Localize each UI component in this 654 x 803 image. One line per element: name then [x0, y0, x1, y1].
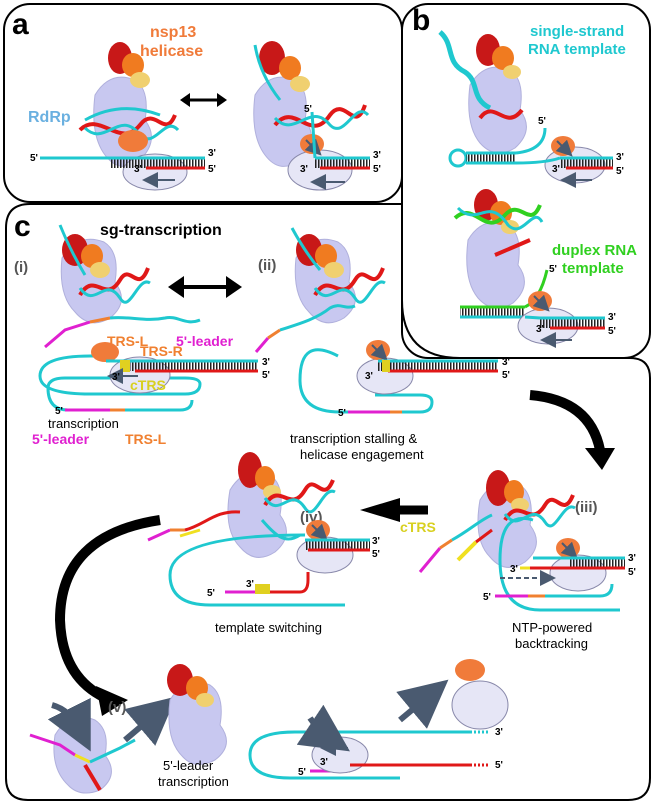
curved-arrow-ii-to-iii — [529, 390, 605, 452]
end-label: 5' — [538, 116, 546, 127]
leader-transcription-caption-line1: 5'-leader — [163, 758, 214, 773]
end-label: 3' — [262, 357, 270, 368]
end-label: 5' — [495, 760, 503, 771]
ctrs-label: cTRS — [130, 377, 166, 393]
end-label: 5' — [616, 166, 624, 177]
end-label: 3' — [502, 357, 510, 368]
end-label: 5' — [207, 588, 215, 599]
step-i-schematic — [38, 342, 258, 412]
end-label: 5' — [208, 164, 216, 175]
panel-b-frame — [401, 3, 651, 359]
end-label: 3' — [608, 312, 616, 323]
helicase-label-line1: nsp13 — [150, 24, 196, 41]
panel-a-schematic-right — [287, 111, 370, 191]
step-ii-structure — [290, 227, 386, 324]
end-label: 5' — [262, 370, 270, 381]
end-label: 5' — [30, 153, 38, 164]
step-label-iii: (iii) — [575, 499, 598, 516]
end-label: 5' — [55, 406, 63, 417]
single-strand-label-line2: RNA template — [528, 41, 626, 58]
panel-letter-b: b — [412, 4, 430, 37]
end-label: 3' — [373, 150, 381, 161]
step-v-structure-released — [167, 664, 227, 765]
end-label: 5' — [628, 567, 636, 578]
panel-letter-a: a — [12, 8, 29, 41]
step-i-leader-strand — [44, 315, 201, 349]
stalling-caption-line2: helicase engagement — [300, 447, 424, 462]
end-label: 5' — [372, 549, 380, 560]
duplex-label-line2: template — [562, 260, 624, 277]
step-label-i: (i) — [14, 259, 28, 276]
trs-r-label: TRS-R — [140, 343, 183, 359]
end-label: 3' — [112, 372, 120, 383]
step-v-structure-left — [29, 697, 136, 794]
panel-letter-c: c — [14, 210, 31, 243]
ctrs-label-iii: cTRS — [400, 519, 436, 535]
step-v-schematic — [248, 659, 509, 780]
end-label: 3' — [536, 324, 544, 335]
end-label: 3' — [510, 564, 518, 575]
five-leader-caption: 5'-leader — [32, 431, 90, 447]
single-strand-label-line1: single-strand — [530, 23, 624, 40]
end-label: 3' — [628, 553, 636, 564]
end-label: 5' — [549, 264, 557, 275]
curved-arrow-head — [585, 448, 615, 470]
step-i-structure — [58, 224, 151, 324]
end-label: 3' — [134, 164, 142, 175]
step-label-ii: (ii) — [258, 257, 276, 274]
trs-l-caption: TRS-L — [125, 431, 167, 447]
end-label: 5' — [373, 164, 381, 175]
duplex-label-line1: duplex RNA — [552, 242, 637, 259]
end-label: 3' — [372, 536, 380, 547]
step-label-v: (v) — [108, 699, 126, 716]
panel-b-structure-top — [438, 30, 527, 154]
transcription-caption: transcription — [48, 416, 119, 431]
curved-arrow-head-v — [96, 686, 128, 716]
end-label: 3' — [552, 164, 560, 175]
helicase-label-line2: helicase — [140, 43, 203, 60]
template-switching-caption: template switching — [215, 620, 322, 635]
rdrp-label: RdRp — [28, 109, 71, 126]
end-label: 5' — [608, 326, 616, 337]
trs-l-label: TRS-L — [107, 333, 149, 349]
end-label: 3' — [320, 757, 328, 768]
backtracking-caption-line2: backtracking — [515, 636, 588, 651]
leader-transcription-caption-line2: transcription — [158, 774, 229, 789]
equilibrium-arrow-c — [168, 276, 242, 298]
end-label: 3' — [300, 164, 308, 175]
end-label: 5' — [502, 370, 510, 381]
step-ii-schematic — [298, 340, 498, 414]
end-label: 3' — [495, 727, 503, 738]
end-label: 5' — [483, 592, 491, 603]
five-leader-label: 5'-leader — [176, 333, 234, 349]
panel-b-schematic-top — [448, 127, 613, 188]
arrow-iii-to-iv — [360, 498, 400, 522]
step-iv-schematic — [168, 520, 370, 607]
panel-c-frame — [5, 203, 651, 801]
end-label: 5' — [298, 767, 306, 778]
curved-arrow-iv-to-v — [54, 515, 161, 705]
panel-b-structure-bottom — [453, 189, 544, 309]
step-iii-schematic — [495, 517, 625, 612]
panel-a-schematic-left — [40, 130, 205, 191]
end-label: 5' — [338, 408, 346, 419]
stalling-caption-line1: transcription stalling & — [290, 431, 417, 446]
end-label: 3' — [616, 152, 624, 163]
end-label: 3' — [246, 579, 254, 590]
end-label: 5' — [304, 104, 312, 115]
equilibrium-arrow-a — [180, 93, 227, 107]
backtracking-caption-line1: NTP-powered — [512, 620, 592, 635]
release-arrow-v — [123, 696, 177, 746]
step-ii-leader-strand — [254, 304, 356, 353]
sg-transcription-title: sg-transcription — [100, 222, 222, 239]
end-label: 3' — [365, 371, 373, 382]
panel-b-schematic-bottom — [460, 269, 605, 348]
end-label: 3' — [208, 148, 216, 159]
